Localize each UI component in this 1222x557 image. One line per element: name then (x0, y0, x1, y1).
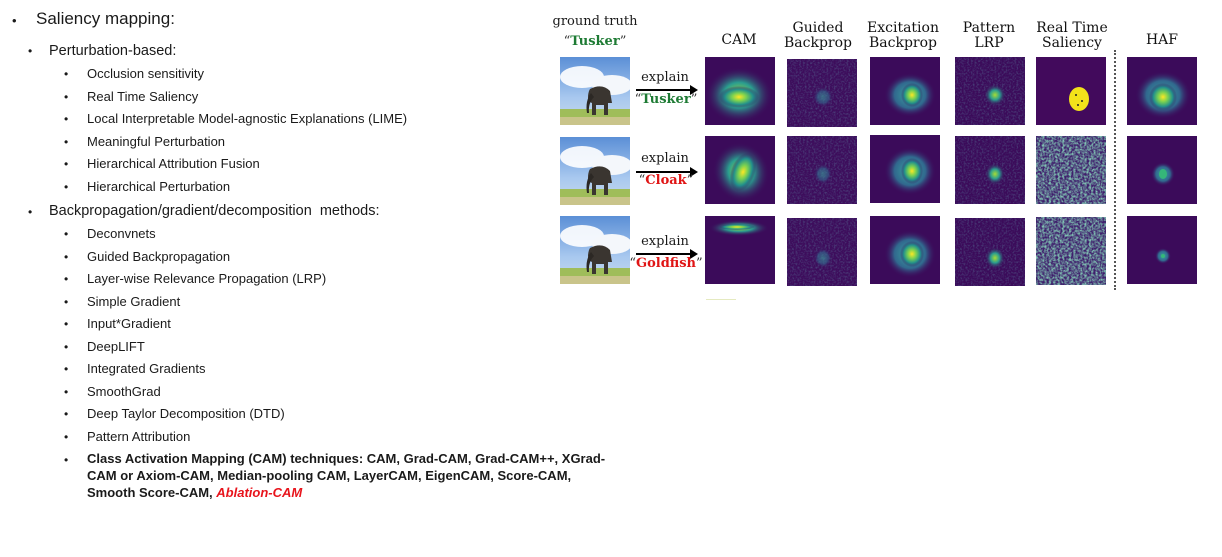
saliency-map-cam (705, 216, 775, 284)
saliency-map-real-time (1036, 57, 1106, 125)
cam-techniques-text: Class Activation Mapping (CAM) technique… (87, 451, 606, 500)
ground-truth-label: ground truth (552, 14, 638, 29)
saliency-map-pattern-lrp (955, 218, 1025, 286)
bullet-icon: • (64, 180, 69, 194)
list-item: Integrated Gradients (87, 361, 206, 376)
bullet-icon: • (64, 430, 69, 444)
list-item: Occlusion sensitivity (87, 66, 205, 81)
saliency-map-haf (1127, 57, 1197, 125)
list-item: Guided Backpropagation (87, 249, 231, 264)
bullet-icon: • (64, 453, 69, 467)
arrow-right-icon (636, 249, 698, 259)
perturbation-heading: Perturbation-based: (49, 43, 177, 59)
bullet-icon: • (64, 112, 69, 126)
list-item: SmoothGrad (87, 384, 161, 399)
bullet-icon: • (64, 272, 69, 286)
list-item: Pattern Attribution (87, 429, 191, 444)
arrow-right-icon (636, 167, 698, 177)
saliency-map-cam (705, 136, 775, 204)
bullet-icon: • (64, 295, 69, 309)
list-item: Local Interpretable Model-agnostic Expla… (87, 111, 408, 126)
elephant-photo (560, 216, 630, 284)
bullet-icon: • (64, 90, 69, 104)
list-item: Input*Gradient (87, 316, 171, 331)
outline-title: Saliency mapping: (36, 9, 175, 28)
arrow-right-icon (636, 85, 698, 95)
saliency-map-pattern-lrp (955, 136, 1025, 204)
bullet-icon: • (64, 135, 69, 149)
bullet-icon: • (64, 362, 69, 376)
list-item: Hierarchical Perturbation (87, 179, 231, 194)
bullet-icon: • (28, 44, 33, 58)
row-class-label: “Tusker” (634, 92, 698, 107)
saliency-map-excitation-backprop (870, 135, 940, 203)
row-class-label: “Cloak” (638, 173, 694, 188)
bullet-icon: • (64, 385, 69, 399)
bullet-icon: • (64, 250, 69, 264)
list-item: DeepLIFT (87, 339, 145, 354)
ablation-cam-highlight: Ablation-CAM (216, 485, 303, 500)
bullet-icon: • (28, 205, 33, 219)
list-item: Simple Gradient (87, 294, 181, 309)
column-header-cam: CAM (721, 32, 757, 48)
list-item: Deep Taylor Decomposition (DTD) (87, 406, 285, 421)
row-class-label: “Goldfish” (629, 256, 703, 271)
column-divider (1114, 50, 1116, 290)
saliency-map-haf (1127, 216, 1197, 284)
column-header-haf: HAF (1145, 32, 1179, 48)
saliency-map-excitation-backprop (870, 216, 940, 284)
saliency-map-cam (705, 57, 775, 125)
elephant-photo (560, 137, 630, 205)
cam-techniques-item: Class Activation Mapping (CAM) technique… (87, 450, 607, 501)
explain-label: explain (641, 70, 689, 85)
saliency-map-real-time (1036, 136, 1106, 204)
saliency-map-haf (1127, 136, 1197, 204)
backprop-heading: Backpropagation/gradient/decomposition m… (49, 203, 380, 219)
bullet-icon: • (64, 157, 69, 171)
bullet-icon: • (64, 317, 69, 331)
list-item: Real Time Saliency (87, 89, 199, 104)
saliency-map-pattern-lrp (955, 57, 1025, 125)
bullet-icon: • (64, 67, 69, 81)
saliency-map-guided-backprop (787, 136, 857, 204)
list-item: Meaningful Perturbation (87, 134, 226, 149)
divider (706, 299, 736, 300)
bullet-icon: • (64, 340, 69, 354)
saliency-map-guided-backprop (787, 218, 857, 286)
list-item: Layer-wise Relevance Propagation (LRP) (87, 271, 327, 286)
saliency-map-excitation-backprop (870, 57, 940, 125)
bullet-icon: • (64, 407, 69, 421)
saliency-map-guided-backprop (787, 59, 857, 127)
list-item: Deconvnets (87, 226, 156, 241)
bullet-icon: • (12, 13, 17, 28)
explain-label: explain (641, 151, 689, 166)
bullet-icon: • (64, 227, 69, 241)
list-item: Hierarchical Attribution Fusion (87, 156, 260, 171)
ground-truth-class: “Tusker” (563, 34, 627, 49)
elephant-photo (560, 57, 630, 125)
explain-label: explain (641, 234, 689, 249)
saliency-map-real-time (1036, 217, 1106, 285)
